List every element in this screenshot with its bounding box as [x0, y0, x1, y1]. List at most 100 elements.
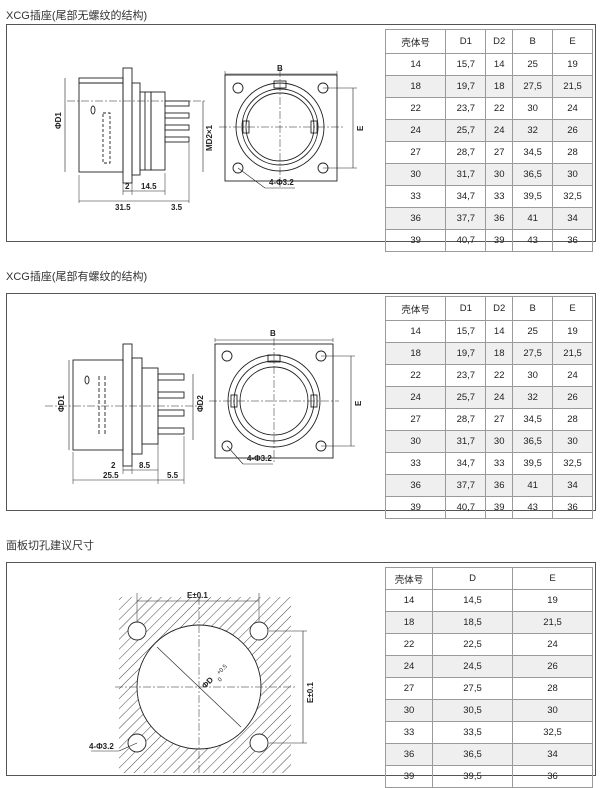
header-e: E [552, 296, 593, 321]
cell: 28 [552, 408, 593, 431]
cell: 37,7 [445, 474, 487, 497]
cell: 33 [485, 452, 514, 475]
panel-cutout-drawing: E±0.1 E±0.1 ΦD +0.5 0 4-Φ3.2 [89, 591, 315, 773]
cell: 27 [384, 141, 447, 164]
cell: 26 [552, 386, 593, 409]
cell: 30,5 [432, 699, 513, 722]
cell: 25,7 [445, 386, 487, 409]
cell: 19,7 [445, 342, 487, 365]
cell: 14 [384, 320, 447, 343]
cell: 21,5 [512, 611, 593, 634]
cell: 28 [512, 677, 593, 700]
dim-b: B [277, 64, 283, 73]
dim-2: 2 [111, 461, 116, 470]
cell: 22 [385, 633, 433, 656]
cell: 14,5 [432, 589, 513, 612]
dim-phi-d2: ΦD2 [196, 395, 205, 412]
section-2-title: XCG插座(尾部有螺纹的结构) [6, 271, 148, 283]
header-d2: D2 [485, 29, 514, 54]
cell: 23,7 [445, 97, 487, 120]
cell: 18 [384, 75, 447, 98]
dim-3-5: 3.5 [171, 203, 183, 212]
cell: 32 [512, 119, 554, 142]
cell: 22 [485, 364, 514, 387]
header-shell: 壳体号 [384, 29, 447, 54]
cell: 19,7 [445, 75, 487, 98]
cell: 23,7 [445, 364, 487, 387]
cell: 27 [385, 677, 433, 700]
cell: 30 [485, 163, 514, 186]
cell: 28,7 [445, 408, 487, 431]
cell: 15,7 [445, 320, 487, 343]
cell: 31,7 [445, 430, 487, 453]
cell: 24 [384, 386, 447, 409]
cell: 22 [384, 97, 447, 120]
cell: 39 [384, 229, 447, 252]
cell: 33 [384, 452, 447, 475]
cell: 21,5 [552, 75, 593, 98]
cell: 40,7 [445, 496, 487, 519]
cell: 30 [485, 430, 514, 453]
cell: 32 [512, 386, 554, 409]
cell: 14 [485, 53, 514, 76]
cell: 24 [485, 386, 514, 409]
cell: 18 [385, 611, 433, 634]
connector-drawing-threaded-tail: ΦD1 ΦD2 2 8.5 25.5 5.5 B E 4-Φ3.2 [45, 329, 363, 484]
cell: 39 [485, 229, 514, 252]
cell: 36 [512, 765, 593, 788]
dim-8-5: 8.5 [139, 461, 151, 470]
cell: 36 [384, 207, 447, 230]
cell: 24 [552, 364, 593, 387]
cell: 39,5 [432, 765, 513, 788]
cell: 26 [552, 119, 593, 142]
cell: 27 [485, 408, 514, 431]
dim-e: E [354, 400, 363, 406]
cell: 30 [384, 163, 447, 186]
header-e: E [512, 567, 593, 590]
cell: 34 [552, 474, 593, 497]
cell: 33,5 [432, 721, 513, 744]
cell: 25,7 [445, 119, 487, 142]
cell: 32,5 [552, 452, 593, 475]
cell: 18 [384, 342, 447, 365]
cell: 30 [384, 430, 447, 453]
section-1-title: XCG插座(尾部无螺纹的结构) [6, 10, 148, 22]
cell: 14 [385, 589, 433, 612]
cell: 30 [512, 97, 554, 120]
cell: 32,5 [512, 721, 593, 744]
cell: 33 [384, 185, 447, 208]
header-d1: D1 [445, 296, 487, 321]
dim-holes: 4-Φ3.2 [269, 178, 294, 187]
cell: 36,5 [432, 743, 513, 766]
section-1-panel: ΦD1 MD2×1 2 14.5 31.5 3.5 B E 4-Φ3.2 壳体号… [6, 24, 596, 252]
dim-b: B [270, 329, 276, 338]
cell: 27,5 [512, 75, 554, 98]
dim-phi-d1: ΦD1 [54, 112, 63, 129]
cell: 15,7 [445, 53, 487, 76]
cell: 39,5 [512, 185, 554, 208]
cell: 22 [485, 97, 514, 120]
cell: 41 [512, 474, 554, 497]
cell: 36 [552, 229, 593, 252]
cell: 34,5 [512, 141, 554, 164]
cell: 19 [552, 320, 593, 343]
cell: 24 [385, 655, 433, 678]
cell: 34 [552, 207, 593, 230]
cell: 18 [485, 342, 514, 365]
cell: 14 [384, 53, 447, 76]
